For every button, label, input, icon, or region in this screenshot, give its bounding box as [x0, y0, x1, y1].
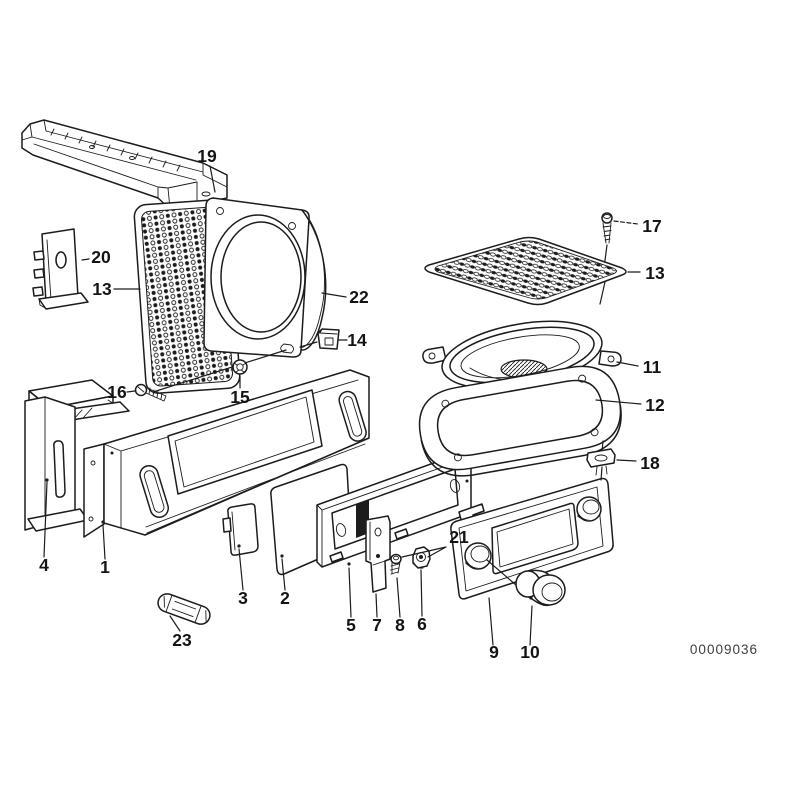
svg-text:10: 10 [520, 642, 540, 662]
callout-5: 5 [346, 567, 356, 635]
part-bracket-4 [24, 379, 130, 532]
callout-7: 7 [372, 593, 382, 635]
callout-8: 8 [395, 577, 405, 635]
svg-text:8: 8 [395, 615, 405, 635]
callout-10: 10 [520, 605, 540, 662]
svg-text:20: 20 [91, 247, 111, 267]
callout-2: 2 [280, 558, 290, 608]
callout-19: 19 [197, 146, 217, 193]
callout-11: 11 [616, 357, 662, 377]
svg-text:4: 4 [39, 555, 49, 575]
svg-text:22: 22 [349, 287, 369, 307]
part-clip-14 [299, 328, 340, 350]
callout-1: 1 [100, 524, 110, 577]
part-fuse-23 [157, 593, 211, 625]
callout-22: 22 [321, 287, 369, 307]
part-knob-10 [515, 569, 566, 607]
diagram-number-watermark: 00009036 [690, 642, 758, 657]
callout-23: 23 [169, 615, 192, 650]
svg-text:23: 23 [172, 630, 192, 650]
part-nut-15 [232, 359, 248, 375]
part-nut-6 [412, 546, 431, 569]
callout-13-right: 13 [627, 263, 665, 283]
callout-21: 21 [401, 527, 469, 558]
part-small-bracket [32, 228, 89, 310]
callout-16: 16 [107, 382, 136, 402]
part-oval-mounting-frame [418, 365, 622, 477]
callouts: 19 20 13 22 14 16 15 4 [39, 146, 665, 662]
callout-13-left: 13 [92, 279, 141, 299]
assembly-axis-line-left [152, 349, 287, 393]
callout-12: 12 [595, 395, 665, 415]
callout-17: 17 [613, 216, 662, 236]
part-screw-17 [601, 212, 613, 269]
callout-18: 18 [616, 453, 660, 473]
callout-20: 20 [81, 247, 111, 267]
callout-15: 15 [230, 375, 250, 407]
svg-text:14: 14 [347, 330, 367, 350]
svg-text:3: 3 [238, 588, 248, 608]
svg-text:13: 13 [92, 279, 112, 299]
svg-text:2: 2 [280, 588, 290, 608]
part-bracket-strip-7 [365, 515, 391, 593]
svg-text:6: 6 [417, 614, 427, 634]
svg-text:15: 15 [230, 387, 250, 407]
callout-4: 4 [39, 478, 49, 575]
svg-text:17: 17 [642, 216, 661, 236]
svg-text:16: 16 [107, 382, 127, 402]
svg-text:19: 19 [197, 146, 217, 166]
part-screw-8 [390, 553, 402, 575]
part-mounting-rail [21, 119, 228, 210]
svg-text:1: 1 [100, 557, 110, 577]
callout-14: 14 [338, 330, 367, 350]
svg-text:18: 18 [640, 453, 660, 473]
part-speaker-adapter-ring [203, 197, 327, 358]
svg-text:12: 12 [645, 395, 665, 415]
part-screw-16 [134, 383, 167, 402]
part-speaker-grille-right [424, 236, 627, 306]
svg-text:21: 21 [449, 527, 469, 547]
part-front-frame-9 [450, 477, 614, 600]
callout-9: 9 [488, 597, 499, 662]
svg-text:9: 9 [489, 642, 499, 662]
callout-3: 3 [238, 548, 248, 608]
callout-6: 6 [417, 569, 427, 634]
svg-text:7: 7 [372, 615, 382, 635]
svg-text:11: 11 [643, 357, 662, 377]
part-clip-18 [586, 440, 616, 481]
svg-text:5: 5 [346, 615, 356, 635]
part-clip-3 [222, 503, 259, 556]
part-console-frame [83, 369, 370, 538]
svg-text:13: 13 [645, 263, 665, 283]
